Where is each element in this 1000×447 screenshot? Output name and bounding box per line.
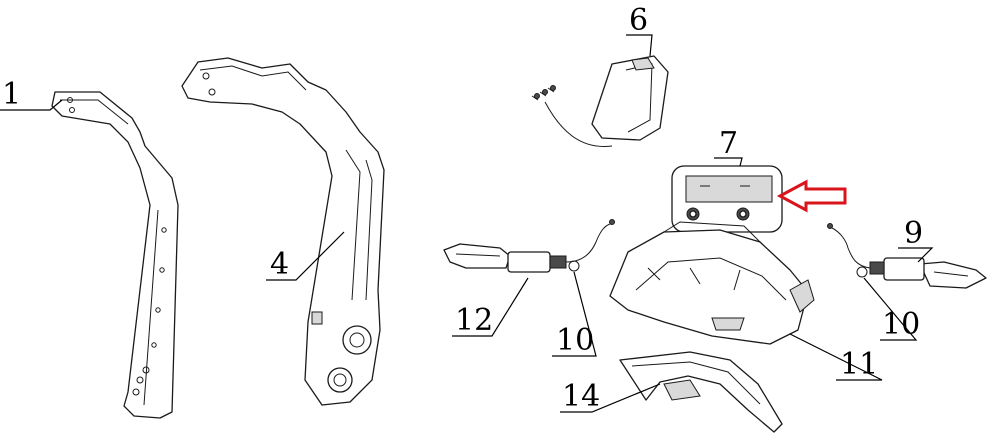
- callout-1: 1: [2, 77, 21, 112]
- callout-10-left: 10: [556, 323, 594, 358]
- callout-7: 7: [719, 126, 738, 161]
- part-1-mounting-bracket: [51, 91, 179, 419]
- callout-9: 9: [904, 216, 923, 251]
- part-6-upper-light-unit: [531, 55, 669, 147]
- callout-labels: 1 4 6 7 9 12 10 10 11 14: [2, 3, 923, 414]
- callout-4: 4: [270, 247, 289, 282]
- highlight-arrow: [776, 179, 847, 213]
- part-11-tail-housing: [609, 221, 815, 345]
- part-14-mudguard: [619, 351, 783, 433]
- part-4-license-plate-arm: [181, 57, 385, 406]
- part-9-right-turn-signal: [827, 223, 987, 289]
- callout-14: 14: [562, 379, 600, 414]
- callout-12: 12: [455, 303, 493, 338]
- callout-11: 11: [840, 347, 878, 382]
- part-12-left-turn-signal: [443, 219, 615, 273]
- callout-10-right: 10: [882, 307, 920, 342]
- part-7-license-plate-light: [671, 165, 783, 233]
- callout-6: 6: [629, 3, 648, 38]
- leader-lines: [0, 34, 934, 413]
